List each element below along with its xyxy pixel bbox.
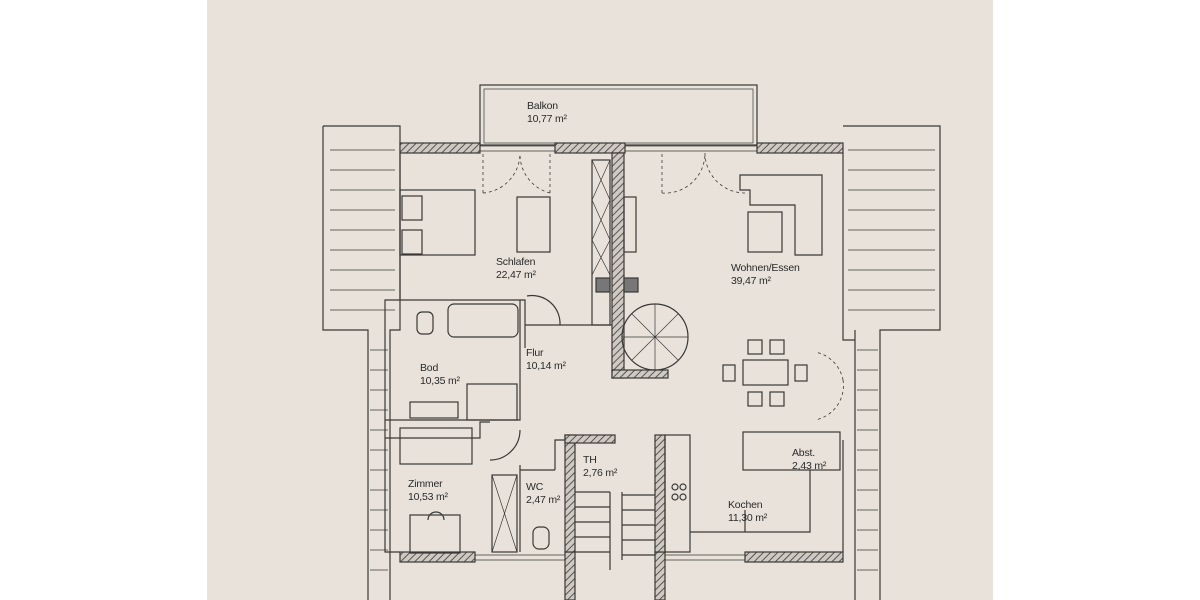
room-area: 2,47 m²: [526, 494, 561, 506]
room-name: Balkon: [527, 100, 558, 112]
room-area: 10,14 m²: [526, 360, 566, 372]
room-area: 11,30 m²: [728, 512, 768, 524]
room-name: Schlafen: [496, 256, 536, 268]
room-name: Flur: [526, 347, 544, 359]
room-area: 22,47 m²: [496, 269, 536, 281]
roof-left: [322, 125, 401, 600]
room-area: 10,77 m²: [527, 113, 567, 125]
room-name: Zimmer: [408, 478, 443, 490]
room-area: 2,43 m²: [792, 460, 827, 472]
room-name: Bod: [420, 362, 439, 374]
room-name: Kochen: [728, 499, 763, 511]
room-name: Abst.: [792, 447, 815, 459]
room-name: Wohnen/Essen: [731, 262, 800, 274]
dining-table: [742, 359, 789, 386]
paper-background: [207, 0, 993, 600]
room-area: 10,35 m²: [420, 375, 460, 387]
room-area: 10,53 m²: [408, 491, 448, 503]
room-name: WC: [526, 481, 544, 493]
bed: [399, 189, 476, 256]
room-name: TH: [583, 454, 597, 466]
room-label-abst: Abst.2,43 m²: [792, 447, 826, 473]
room-area: 39,47 m²: [731, 275, 771, 287]
balcony: [479, 84, 758, 146]
room-area: 2,76 m²: [583, 467, 618, 479]
roof-right: [843, 125, 941, 600]
